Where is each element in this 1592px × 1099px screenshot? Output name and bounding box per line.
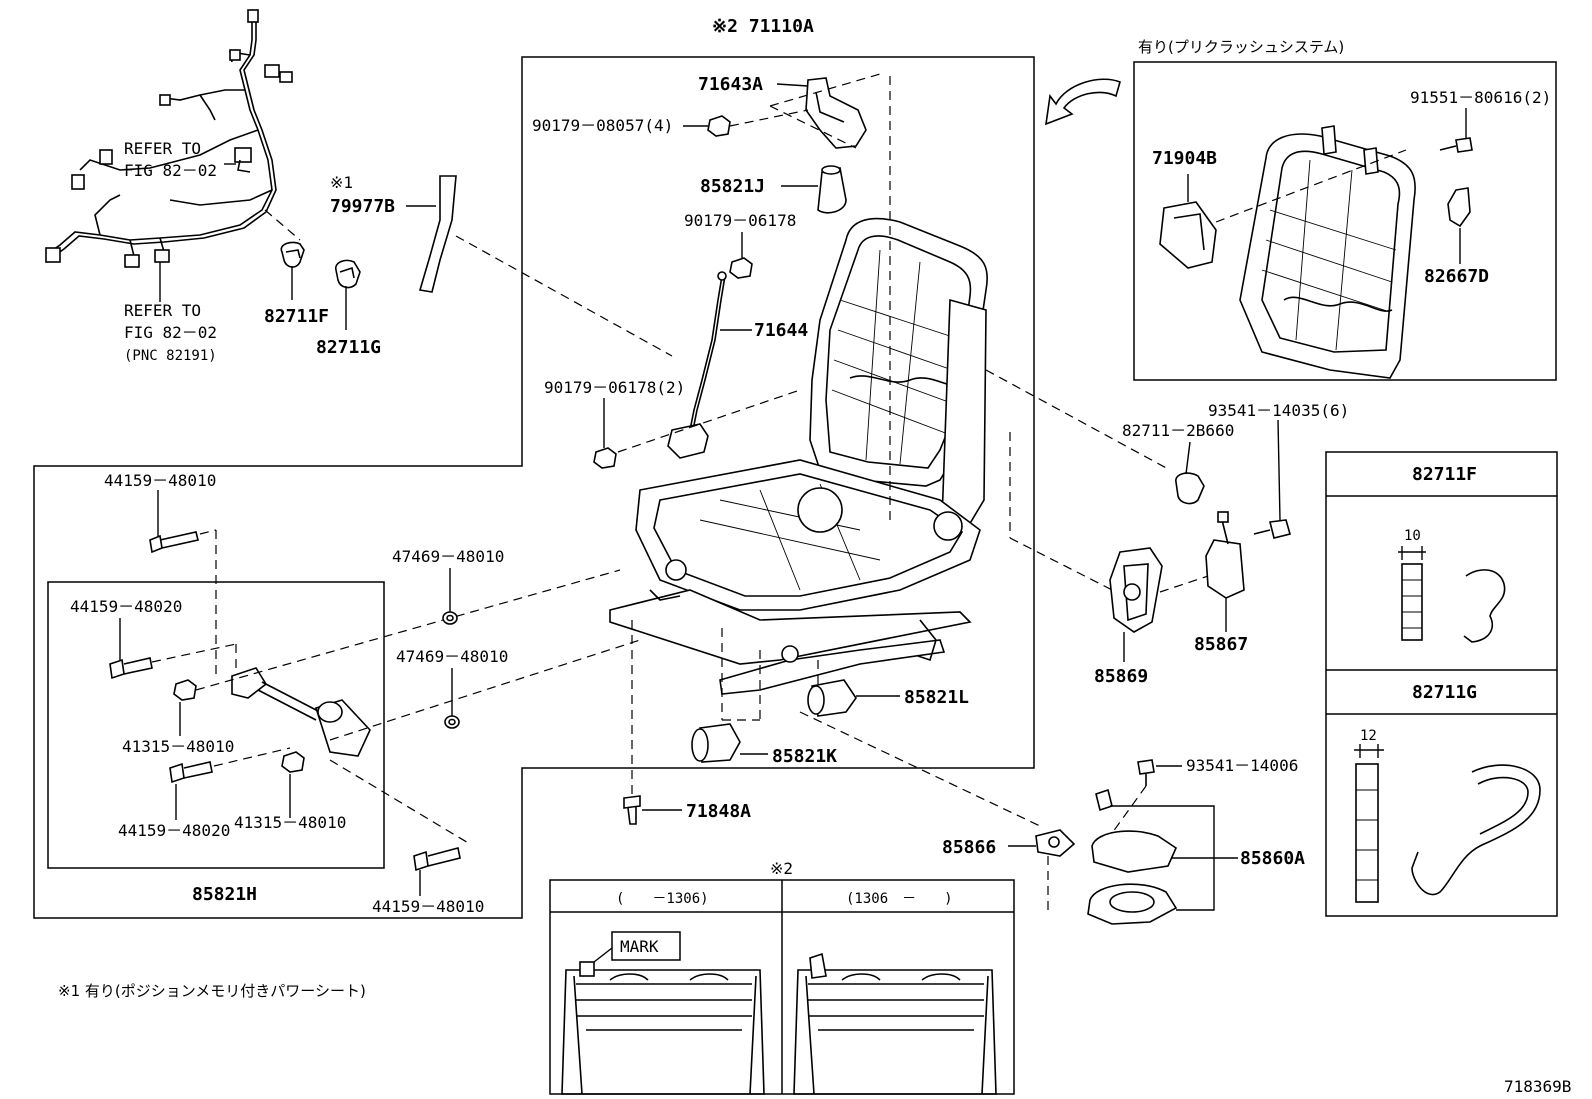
refer-to-2-line3: (PNC 82191) [124, 348, 217, 364]
col-before-header: ( －1306) [616, 891, 709, 907]
label-44159-48020-a: 44159－48020 [70, 597, 182, 616]
clip-82711f-icon [280, 241, 305, 268]
upper-right-title: 有り(プリクラッシュシステム) [1138, 38, 1344, 56]
label-47469-48010-a: 47469－48010 [392, 547, 504, 566]
label-93541-14035: 93541－14035(6) [1208, 401, 1349, 420]
motor-85821j-icon [817, 165, 847, 214]
refer-to-2-line2: FIG 82－02 [124, 323, 217, 342]
label-82711g: 82711G [316, 337, 381, 358]
detail-g-title: 82711G [1412, 682, 1477, 703]
sensor-85867-icon [1205, 511, 1245, 599]
refer-to-1-line2: FIG 82－02 [124, 161, 217, 180]
screw-93541-14035-icon [1253, 519, 1291, 539]
label-85821l: 85821L [904, 687, 969, 708]
bolt-44159-48010-top-icon [149, 531, 199, 554]
diagram-id: 718369B [1504, 1077, 1571, 1096]
wire-harness [45, 9, 293, 268]
bolt-44159-48020-a-icon [109, 657, 153, 680]
bolt-44159-48020-b-icon [169, 761, 213, 784]
label-79977b-mark: ※1 [330, 173, 353, 192]
nut-90179-06178-icon [729, 257, 753, 279]
motor-85821k-icon [691, 723, 741, 763]
label-82711-2b660: 82711－2B660 [1122, 421, 1234, 440]
nut-41315-48010-b-icon [281, 751, 305, 773]
cover-strip-79977b [418, 175, 457, 293]
label-90179-08057: 90179－08057(4) [532, 116, 673, 135]
label-71644: 71644 [754, 320, 808, 341]
detail-g-dim: 12 [1360, 728, 1377, 744]
bracket-82667d-icon [1447, 187, 1471, 228]
col-after-header: (1306 － ) [846, 891, 953, 907]
label-85867: 85867 [1194, 634, 1248, 655]
label-91551-80616: 91551－80616(2) [1410, 88, 1551, 107]
bracket-71643a-icon [805, 77, 867, 149]
nut-90179-06178-2-icon [593, 447, 617, 469]
nut-41315-48010-a-icon [173, 679, 197, 701]
label-71848a: 71848A [686, 801, 751, 822]
label-44159-48020-b: 44159－48020 [118, 821, 230, 840]
label-90179-06178: 90179－06178 [684, 211, 796, 230]
label-85821h: 85821H [192, 884, 257, 905]
clip-82711-2b660-icon [1175, 472, 1205, 505]
seat-frame-icon [609, 217, 988, 695]
mark-label: MARK [620, 937, 659, 956]
bolt-91551-80616-icon [1439, 137, 1473, 153]
motor-85821l-icon [807, 679, 857, 717]
label-79977b: 79977B [330, 196, 395, 217]
label-47469-48010-b: 47469－48010 [396, 647, 508, 666]
sensor-85869-icon [1109, 547, 1163, 633]
label-71643a: 71643A [698, 74, 763, 95]
label-93541-14006: 93541－14006 [1186, 756, 1298, 775]
seatback-frame-detail-icon [1239, 125, 1416, 379]
actuator-85821h-icon [231, 667, 371, 757]
note-2-mark: ※2 [770, 859, 793, 878]
cable-71644-icon [667, 271, 727, 459]
detail-f-dim: 10 [1404, 528, 1421, 544]
label-85866: 85866 [942, 837, 996, 858]
label-85860a: 85860A [1240, 848, 1305, 869]
refer-to-1-line1: REFER TO [124, 139, 201, 158]
washer-47469-48010-b-icon [444, 715, 460, 729]
label-44159-48010-top: 44159－48010 [104, 471, 216, 490]
screw-71848a-icon [623, 795, 641, 825]
washer-47469-48010-a-icon [442, 611, 458, 625]
refer-to-2-line1: REFER TO [124, 301, 201, 320]
bracket-71904b-icon [1159, 201, 1217, 269]
label-82667d: 82667D [1424, 266, 1489, 287]
nut-90179-08057-icon [707, 115, 731, 137]
bolt-44159-48010-bot-icon [413, 847, 461, 872]
label-90179-06178-2: 90179－06178(2) [544, 378, 685, 397]
sensor-85860a-icon [1087, 788, 1178, 925]
label-82711f: 82711F [264, 306, 329, 327]
label-71904b: 71904B [1152, 148, 1217, 169]
label-85821k: 85821K [772, 746, 837, 767]
label-85869: 85869 [1094, 666, 1148, 687]
sensor-85866-icon [1035, 829, 1076, 857]
label-41315-48010-b: 41315－48010 [234, 813, 346, 832]
arrow-icon [1045, 78, 1121, 126]
label-85821j: 85821J [700, 176, 765, 197]
comparison-box [549, 879, 1015, 1095]
precrash-detail-box [1133, 61, 1557, 381]
clip-detail-box [1325, 451, 1558, 917]
label-41315-48010-a: 41315－48010 [122, 737, 234, 756]
label-44159-48010-bot: 44159－48010 [372, 897, 484, 916]
clip-82711g-icon [335, 259, 361, 289]
note-1: ※1 有り(ポジションメモリ付きパワーシート) [58, 982, 366, 1000]
detail-f-title: 82711F [1412, 464, 1477, 485]
main-group-outline [33, 56, 1035, 919]
screw-93541-14006-icon [1137, 759, 1155, 786]
label-71110a: ※2 71110A [712, 16, 814, 37]
